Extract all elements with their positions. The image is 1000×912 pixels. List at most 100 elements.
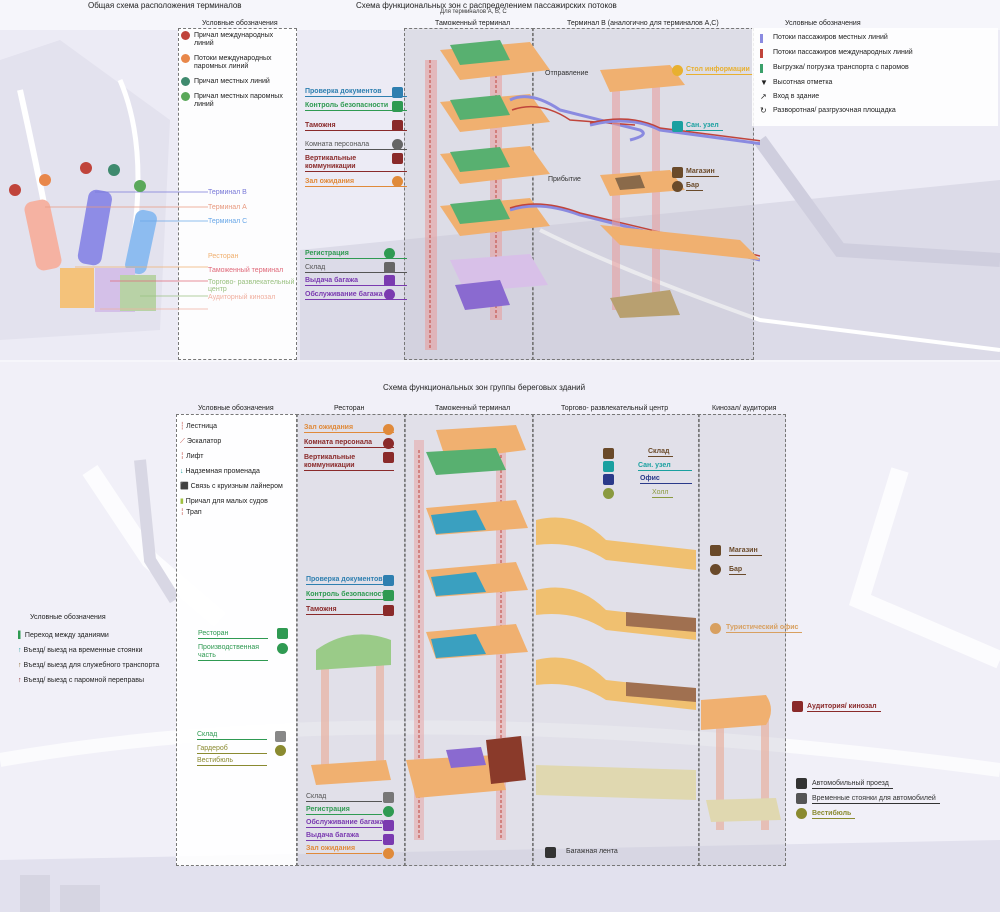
zone-vertical-communications: Вертикальные коммуникации	[305, 155, 407, 172]
anchor-icon	[181, 31, 190, 40]
label-restaurant: Ресторан	[198, 630, 268, 639]
bottom-legend-list: ┆ Лестница ⟋ Эскалатор ╎ Лифт ↓ Надземна…	[180, 419, 294, 517]
label-hall: Холл	[652, 489, 673, 498]
info-desk-label: Стол информации	[686, 66, 754, 75]
cinema-header: Кинозал/ аудитория	[712, 405, 777, 412]
legend-item: ⬛ Связь с круизным лайнером	[180, 483, 283, 490]
legend-item: Потоки пассажиров международных линий	[760, 49, 995, 58]
bar-label: Бар	[686, 182, 704, 191]
service-entry-icon: ↑	[18, 662, 24, 669]
car-icon	[796, 778, 807, 789]
passport-icon	[383, 575, 394, 586]
registration-icon	[383, 806, 394, 817]
restroom-icon	[672, 121, 683, 132]
zone-customs: Таможня	[305, 122, 407, 131]
restaurant-header: Ресторан	[334, 405, 365, 412]
flow-local-icon	[760, 34, 763, 43]
security-icon	[383, 590, 394, 601]
terminal-b-header: Терминал В (аналогично для терминалов А,…	[567, 20, 719, 27]
map-label-terminal-b: Терминал В	[208, 189, 247, 196]
customs-bottom-labels: Склад Регистрация Обслуживание багажа Вы…	[306, 793, 384, 854]
arrival-label: Прибытие	[548, 176, 581, 183]
label-tourist-office: Туристический офис	[726, 624, 803, 633]
cocktail-icon	[710, 564, 721, 575]
baggage-icon	[383, 834, 394, 845]
zone-document-check: Проверка документов	[305, 88, 407, 97]
legend-item: ↑ Въезд/ выезд с паромной переправы	[18, 677, 144, 684]
top-legend-list: Причал международных линий Потоки междун…	[181, 31, 293, 109]
anchor-icon	[181, 77, 190, 86]
label-car-passage: Автомобильный проезд	[812, 780, 893, 789]
cart-icon	[672, 167, 683, 178]
legend-item: Причал местных линий	[181, 77, 293, 86]
label-baggage-belt: Багажная лента	[566, 848, 618, 855]
label-production: Производственная часть	[198, 644, 268, 661]
baggage-service-icon	[384, 289, 395, 300]
flow-international-icon	[760, 49, 763, 58]
map-label-terminal-c: Терминал С	[208, 218, 248, 225]
map-label-customs: Таможенный терминал	[208, 267, 284, 274]
map-label-mall: Торгово- развлекательный центр	[208, 278, 295, 293]
legend-item: Потоки международных паромных линий	[181, 54, 293, 71]
truck-icon	[275, 731, 286, 742]
mall-header: Торгово- развлекательный центр	[561, 405, 669, 412]
legend-item: ▮ Причал для малых судов	[180, 498, 268, 505]
map-leader-lines	[9, 162, 208, 310]
legend-item: ↑ Въезд/ выезд на временные стоянки	[18, 647, 143, 654]
escalator-icon: ⟋	[180, 438, 187, 445]
restroom-icon	[603, 461, 614, 472]
parking-icon	[796, 793, 807, 804]
passport-icon	[392, 87, 403, 98]
map-label-list: Терминал В Терминал А Терминал С Рестора…	[192, 186, 303, 303]
top-legend-panel	[178, 28, 297, 360]
zone-staff-room: Комната персонала	[305, 141, 407, 150]
bottom-buildings-drawing	[311, 425, 781, 840]
truck-icon	[383, 792, 394, 803]
label-vertical-communications: Вертикальные коммуникации	[304, 454, 394, 471]
cruise-link-icon: ⬛	[180, 483, 191, 490]
legend-item: ↓ Надземная променада	[180, 468, 260, 475]
label-restroom: Сан. узел	[638, 462, 692, 471]
legend-item: ╎ Лифт	[180, 453, 204, 460]
lobby-icon	[796, 808, 807, 819]
legend-item: Причал международных линий	[181, 31, 293, 48]
truck-icon	[603, 448, 614, 459]
suitcase-icon	[545, 847, 556, 858]
legend-item: Выгрузка/ погрузка транспорта с паромов	[760, 64, 995, 73]
zone-registration: Регистрация	[305, 250, 407, 259]
stairs-icon: ┆	[180, 423, 187, 430]
legend-item: ↗ Вход в здание	[760, 92, 820, 101]
legend-item: ↑ Въезд/ выезд для служебного транспорта	[18, 662, 160, 669]
person-icon	[392, 139, 403, 150]
projector-icon	[792, 701, 803, 712]
bottom-customs-header: Таможенный терминал	[435, 405, 511, 412]
top-right-legend-list: Потоки пассажиров местных линий Потоки п…	[760, 34, 995, 115]
label-cloakroom: Гардероб	[197, 745, 267, 754]
bottom-legend-header: Условные обозначения	[198, 405, 274, 412]
label-waiting-hall: Зал ожидания	[304, 424, 394, 433]
label-storage: Склад	[648, 448, 674, 457]
ferry-transport-icon	[760, 64, 763, 73]
top-legend-title: Условные обозначения	[202, 20, 278, 27]
label-security-control: Контроль безопасности	[306, 591, 390, 600]
shop-label: Магазин	[686, 168, 719, 177]
zone-waiting-hall: Зал ожидания	[305, 178, 407, 187]
map-label-cinema: Аудиторный кинозал	[208, 293, 276, 301]
zone-baggage-service: Обслуживание багажа	[305, 291, 407, 300]
cart-icon	[710, 545, 721, 556]
person-icon	[383, 438, 394, 449]
customs-top-labels: Зал ожидания Комната персонала Вертикаль…	[304, 424, 394, 471]
left-legend-list: ▌ Переход между зданиями ↑ Въезд/ выезд …	[18, 628, 159, 688]
restroom-label: Сан. узел	[686, 122, 723, 131]
zone-baggage-claim: Выдача багажа	[305, 277, 407, 286]
cinema-panel	[698, 414, 786, 866]
escalator-icon	[392, 153, 403, 164]
bottom-legend-panel	[176, 414, 298, 866]
label-waiting-hall: Зал ожидания	[306, 845, 382, 854]
label-baggage-service: Обслуживание багажа	[306, 819, 384, 828]
security-icon	[392, 101, 403, 112]
customs-mid-labels: Проверка документов Контроль безопасност…	[306, 576, 390, 615]
clock-icon	[383, 424, 394, 435]
label-storage: Склад	[197, 731, 267, 740]
bottom-title: Схема функциональных зон группы береговы…	[383, 383, 586, 392]
